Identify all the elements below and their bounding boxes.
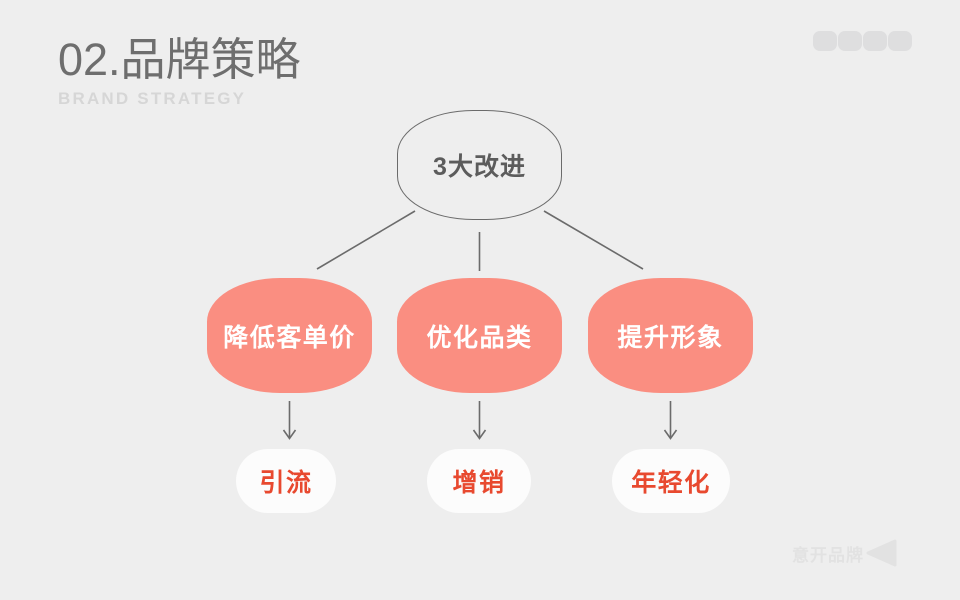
page-subtitle: BRAND STRATEGY xyxy=(58,89,247,109)
diagram-node-outcome-3-label: 年轻化 xyxy=(631,469,711,497)
diagram-node-pillar-2[interactable]: 优化品类 xyxy=(397,278,562,393)
connector-root-to-pillar-3 xyxy=(543,210,644,270)
diagram-node-root-label: 3大改进 xyxy=(433,153,526,181)
watermark: 意开品牌 xyxy=(792,538,899,568)
diagram-node-outcome-2-label: 增销 xyxy=(452,469,506,497)
watermark-label: 意开品牌 xyxy=(792,545,864,565)
diagram-node-pillar-1-label: 降低客单价 xyxy=(223,323,356,352)
diagram-node-pillar-3-label: 提升形象 xyxy=(617,323,724,352)
decoration-block-icon xyxy=(863,31,887,51)
diagram-node-outcome-2[interactable]: 增销 xyxy=(427,449,531,513)
diagram-node-outcome-1[interactable]: 引流 xyxy=(236,449,336,513)
arrow-pillar-2-to-outcome-2 xyxy=(472,401,487,440)
arrow-pillar-1-to-outcome-1 xyxy=(282,401,297,440)
diagram-node-outcome-1-label: 引流 xyxy=(259,469,313,497)
arrow-pillar-3-to-outcome-3 xyxy=(663,401,678,440)
slide-header: 02.品牌策略 BRAND STRATEGY xyxy=(58,36,518,109)
decoration-block-icon xyxy=(813,31,837,51)
decoration-block-icon xyxy=(838,31,862,51)
page-title: 02.品牌策略 xyxy=(58,34,301,85)
decoration-blocks xyxy=(813,31,912,51)
decoration-block-icon xyxy=(888,31,912,51)
diagram-node-pillar-1[interactable]: 降低客单价 xyxy=(207,278,372,393)
play-triangle-left-icon xyxy=(866,539,897,567)
diagram-node-pillar-2-label: 优化品类 xyxy=(426,323,533,352)
diagram-node-pillar-3[interactable]: 提升形象 xyxy=(588,278,753,393)
diagram-node-outcome-3[interactable]: 年轻化 xyxy=(612,449,730,513)
connector-root-to-pillar-1 xyxy=(316,210,416,270)
diagram-node-root[interactable]: 3大改进 xyxy=(397,110,562,220)
